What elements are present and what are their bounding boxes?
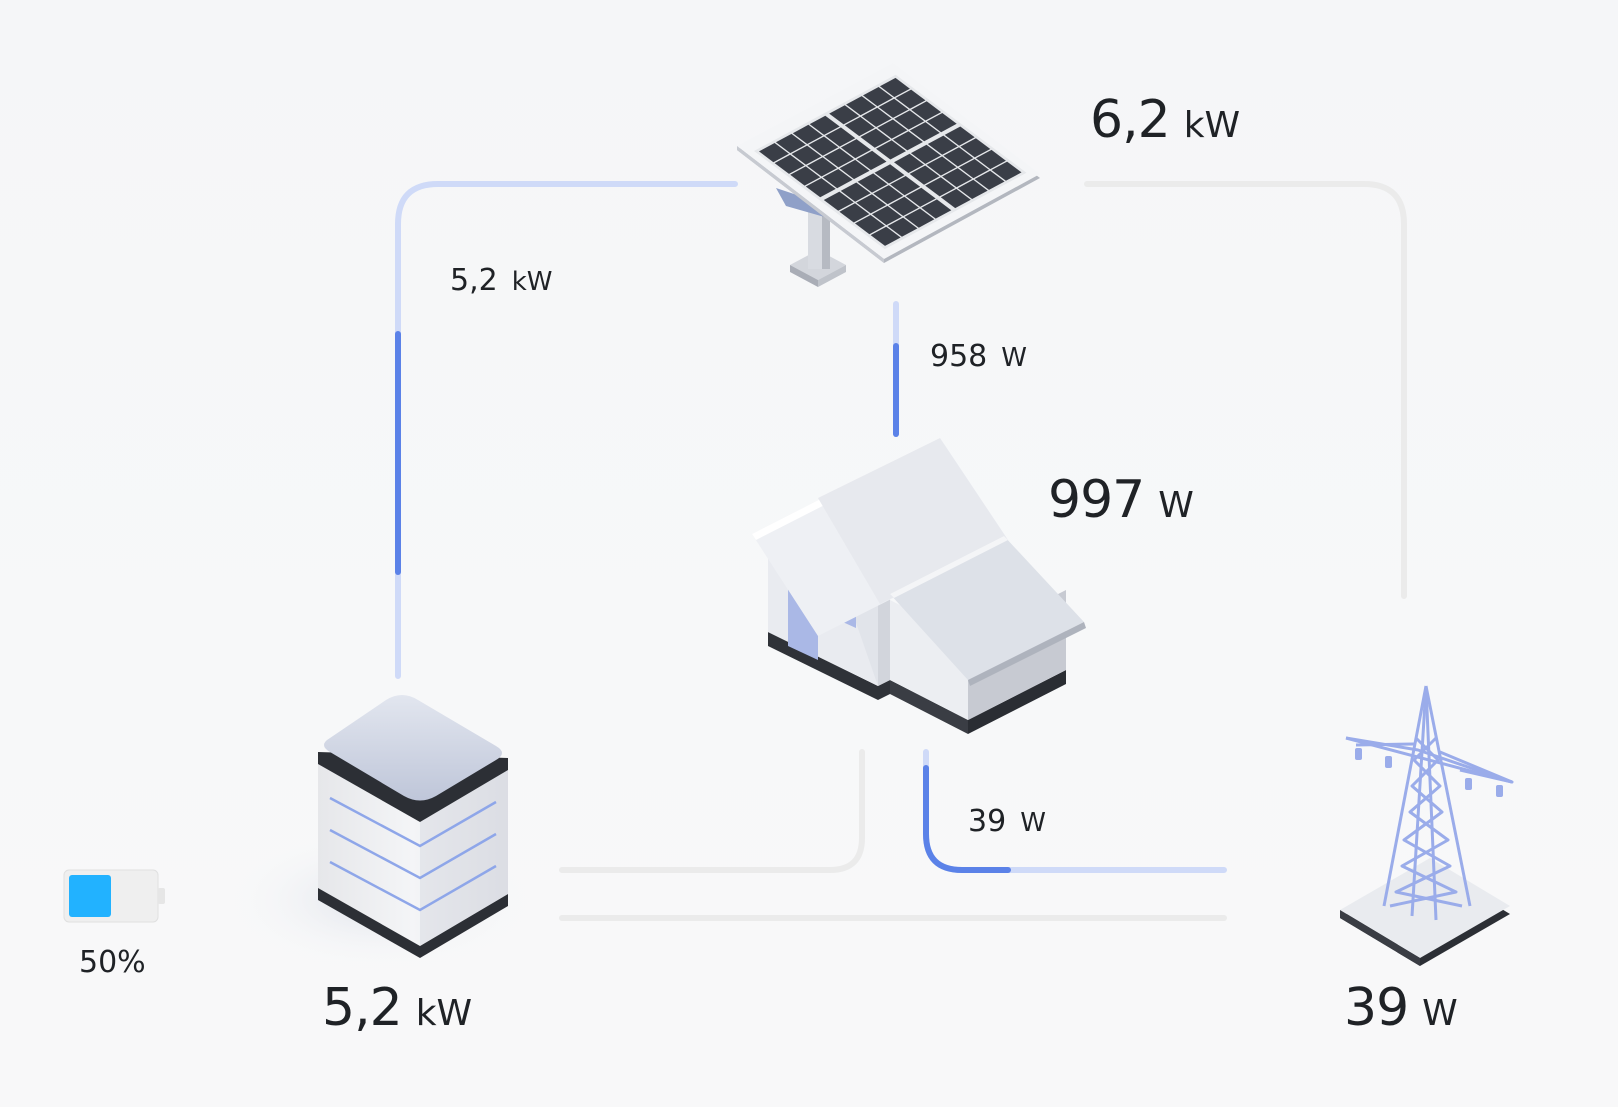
battery-level-terminal — [158, 888, 165, 904]
flow-line-home-battery-track — [559, 749, 865, 873]
flow-grid-home-value: 39 W — [968, 807, 1046, 837]
flow-solar-battery-unit: kW — [511, 267, 553, 297]
power-grid-tower-icon — [1340, 685, 1514, 966]
grid-power-number: 39 — [1344, 978, 1409, 1038]
house-icon — [752, 438, 1086, 734]
solar-production-unit: kW — [1183, 105, 1241, 146]
battery-power-number: 5,2 — [322, 978, 403, 1038]
home-consumption-number: 997 — [1048, 470, 1145, 530]
flow-line-solar-grid-track — [1084, 181, 1407, 599]
flow-solar-battery-number: 5,2 — [450, 263, 498, 298]
flow-solar-home-value: 958 W — [930, 342, 1027, 372]
flow-solar-to-battery — [395, 181, 738, 679]
flow-grid-home-number: 39 — [968, 804, 1007, 839]
flow-solar-battery-value: 5,2 kW — [450, 266, 552, 296]
flow-line-solar-battery-track — [395, 181, 738, 679]
home-battery-icon — [230, 695, 530, 970]
battery-charge-percent: 50% — [79, 945, 146, 980]
flow-solar-home-number: 958 — [930, 339, 988, 374]
solar-panel-icon — [737, 63, 1040, 287]
flow-grid-to-home — [923, 749, 1227, 873]
flow-grid-home-unit: W — [1020, 808, 1046, 838]
solar-production-number: 6,2 — [1090, 90, 1171, 150]
battery-power-unit: kW — [415, 993, 473, 1034]
flow-solar-home-unit: W — [1001, 343, 1027, 373]
grid-power-unit: W — [1422, 993, 1458, 1034]
flow-line-grid-home-pulse — [923, 765, 1011, 873]
home-consumption-unit: W — [1158, 485, 1194, 526]
flow-solar-to-grid — [1084, 181, 1407, 599]
battery-level-fill — [69, 875, 111, 917]
flow-home-to-battery — [559, 749, 865, 873]
battery-level-indicator — [63, 869, 165, 923]
